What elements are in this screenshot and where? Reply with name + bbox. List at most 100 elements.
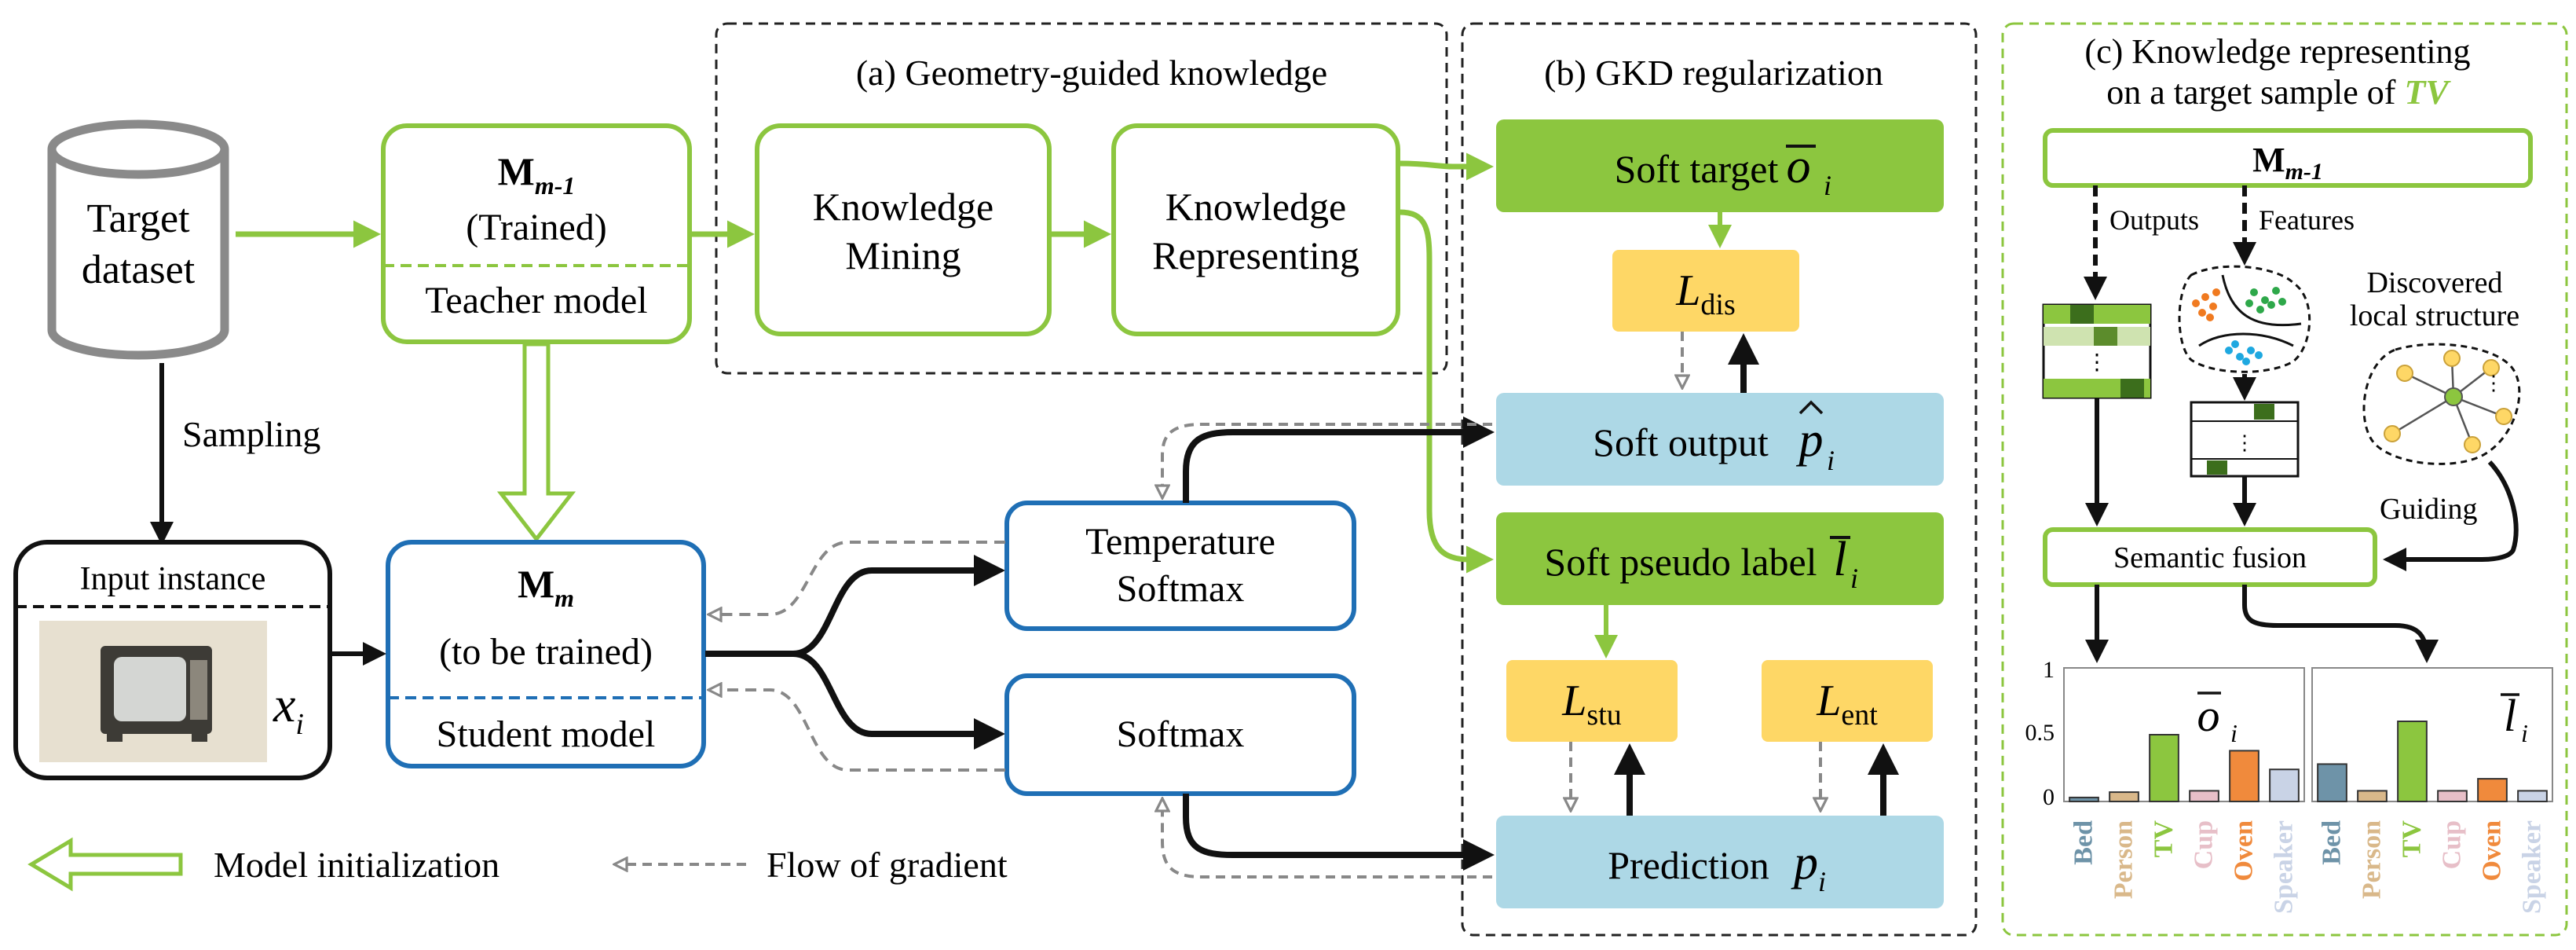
panel-c-frame	[2001, 22, 2568, 937]
svg-text:o: o	[1787, 140, 1811, 193]
l-ent-box	[1762, 660, 1933, 742]
c-output-matrix: ⋮	[2042, 303, 2152, 399]
svg-text:⋮: ⋮	[2234, 431, 2255, 454]
svg-text:i: i	[1850, 563, 1858, 594]
student-to-softmax-arrow	[792, 651, 1005, 750]
svg-text:i: i	[1824, 170, 1831, 201]
knowledge-representing-box	[1111, 123, 1400, 336]
soft-target-box	[1496, 119, 1944, 212]
student-model-label: Student model	[437, 713, 656, 755]
teacher-model-label: Teacher model	[425, 280, 647, 321]
c-discovered-label-2: local structure	[2350, 299, 2519, 332]
c-feature-matrix: ⋮	[2190, 401, 2300, 478]
panel-c-title-line1: (c) Knowledge representing	[2084, 32, 2470, 71]
soft-output-label: Soft output	[1593, 420, 1769, 464]
teacher-M-label: Mm-1	[498, 149, 576, 200]
y-tick-1: 1	[2043, 657, 2055, 683]
bar-cup	[2189, 790, 2219, 803]
x-tick-bed: Bed	[2318, 820, 2347, 865]
student-M-label: Mm	[518, 562, 574, 612]
soft-pseudo-label-text: Soft pseudo label	[1544, 540, 1817, 584]
target-dataset-label-1: Target	[86, 196, 190, 241]
soft-target-label: Soft target	[1615, 147, 1779, 191]
bar-bed	[2317, 763, 2347, 803]
bar-oven	[2229, 750, 2259, 803]
c-semantic-fusion-box	[2043, 527, 2377, 587]
grad-prediction-to-softmax	[1162, 800, 1492, 878]
c-feature-scatter	[2178, 265, 2311, 373]
bar-person	[2357, 790, 2388, 803]
panel-a-frame	[715, 22, 1448, 375]
soft-output-symbol: p i	[1796, 400, 1835, 476]
c-model-label: Mm-1	[2252, 141, 2323, 185]
x-tick-person: Person	[2358, 820, 2387, 899]
softmax-to-prediction-arrow	[1183, 794, 1495, 871]
bar-speaker	[2269, 768, 2300, 803]
knowledge-mining-label-2: Mining	[845, 233, 961, 277]
x-tick-speaker: Speaker	[2270, 820, 2299, 914]
l-dis-box	[1612, 250, 1799, 332]
svg-text:⋮: ⋮	[2483, 372, 2504, 394]
bar-bed	[2069, 796, 2099, 803]
student-model-box	[386, 540, 706, 768]
knowledge-mining-label-1: Knowledge	[813, 185, 994, 229]
target-dataset-cylinder	[47, 119, 229, 360]
repr-to-soft-pseudo-arrow	[1399, 209, 1494, 574]
c-model-box	[2043, 128, 2533, 188]
bar-speaker	[2517, 790, 2548, 803]
panel-b-title: (b) GKD regularization	[1544, 53, 1883, 93]
panel-c-title-line2: on a target sample of TV	[2106, 73, 2451, 112]
l-stu-label: Lstu	[1561, 677, 1622, 732]
bar-tv	[2149, 734, 2179, 802]
svg-text:i: i	[2230, 719, 2238, 747]
c-outputs-label: Outputs	[2109, 204, 2199, 236]
svg-text:i: i	[2521, 719, 2528, 747]
l-dis-label: Ldis	[1675, 266, 1736, 321]
svg-text:l: l	[1833, 533, 1846, 586]
c-guiding-arrow	[2383, 460, 2519, 571]
svg-text:l: l	[2504, 690, 2516, 741]
chart-frame	[2063, 667, 2305, 802]
o-chart-symbol: o i	[2197, 690, 2238, 747]
soft-pseudo-symbol: l i	[1830, 533, 1858, 594]
legend-grad-label: Flow of gradient	[767, 845, 1008, 885]
x-tick-tv: TV	[2398, 820, 2427, 858]
c-semantic-fusion-label: Semantic fusion	[2113, 541, 2307, 574]
l-stu-box	[1506, 660, 1678, 742]
x-tick-cup: Cup	[2190, 820, 2219, 869]
soft-target-symbol: o i	[1786, 140, 1831, 201]
soft-pseudo-label-box	[1496, 512, 1944, 605]
c-features-label: Features	[2259, 204, 2355, 236]
temp-softmax-to-soft-output-arrow	[1183, 416, 1495, 503]
svg-text:p: p	[1796, 413, 1824, 467]
soft-output-box	[1496, 393, 1944, 486]
x-tick-oven: Oven	[2230, 820, 2259, 882]
c-guiding-label: Guiding	[2380, 493, 2478, 526]
student-to-temp-softmax-arrow	[705, 555, 1005, 657]
knowledge-mining-box	[755, 123, 1052, 336]
chart-frame	[2311, 667, 2553, 802]
student-to-be-trained-label: (to be trained)	[439, 631, 653, 673]
input-instance-label: Input instance	[80, 561, 266, 597]
c-fusion-to-l-chart-arrow	[2242, 585, 2439, 663]
tv-photo	[39, 621, 267, 762]
bar-tv	[2397, 721, 2428, 802]
c-local-structure-graph: ⋮	[2362, 343, 2521, 465]
softmax-label: Softmax	[1117, 713, 1245, 755]
panel-c-title-tv: TV	[2404, 73, 2451, 112]
legend-init-label: Model initialization	[214, 845, 499, 885]
svg-text:i: i	[1827, 445, 1835, 476]
x-tick-bed: Bed	[2069, 820, 2098, 865]
input-x-symbol: xi	[273, 677, 304, 741]
legend-init-arrow-icon	[27, 837, 183, 892]
x-tick-oven: Oven	[2478, 820, 2507, 882]
bar-person	[2109, 791, 2139, 802]
knowledge-representing-label-1: Knowledge	[1165, 185, 1347, 229]
model-init-hollow-arrow	[496, 342, 576, 543]
x-tick-cup: Cup	[2438, 820, 2467, 869]
y-tick-0-5: 0.5	[2025, 720, 2055, 746]
grad-softmax-to-student	[710, 690, 1005, 772]
panel-a-title: (a) Geometry-guided knowledge	[856, 53, 1327, 93]
